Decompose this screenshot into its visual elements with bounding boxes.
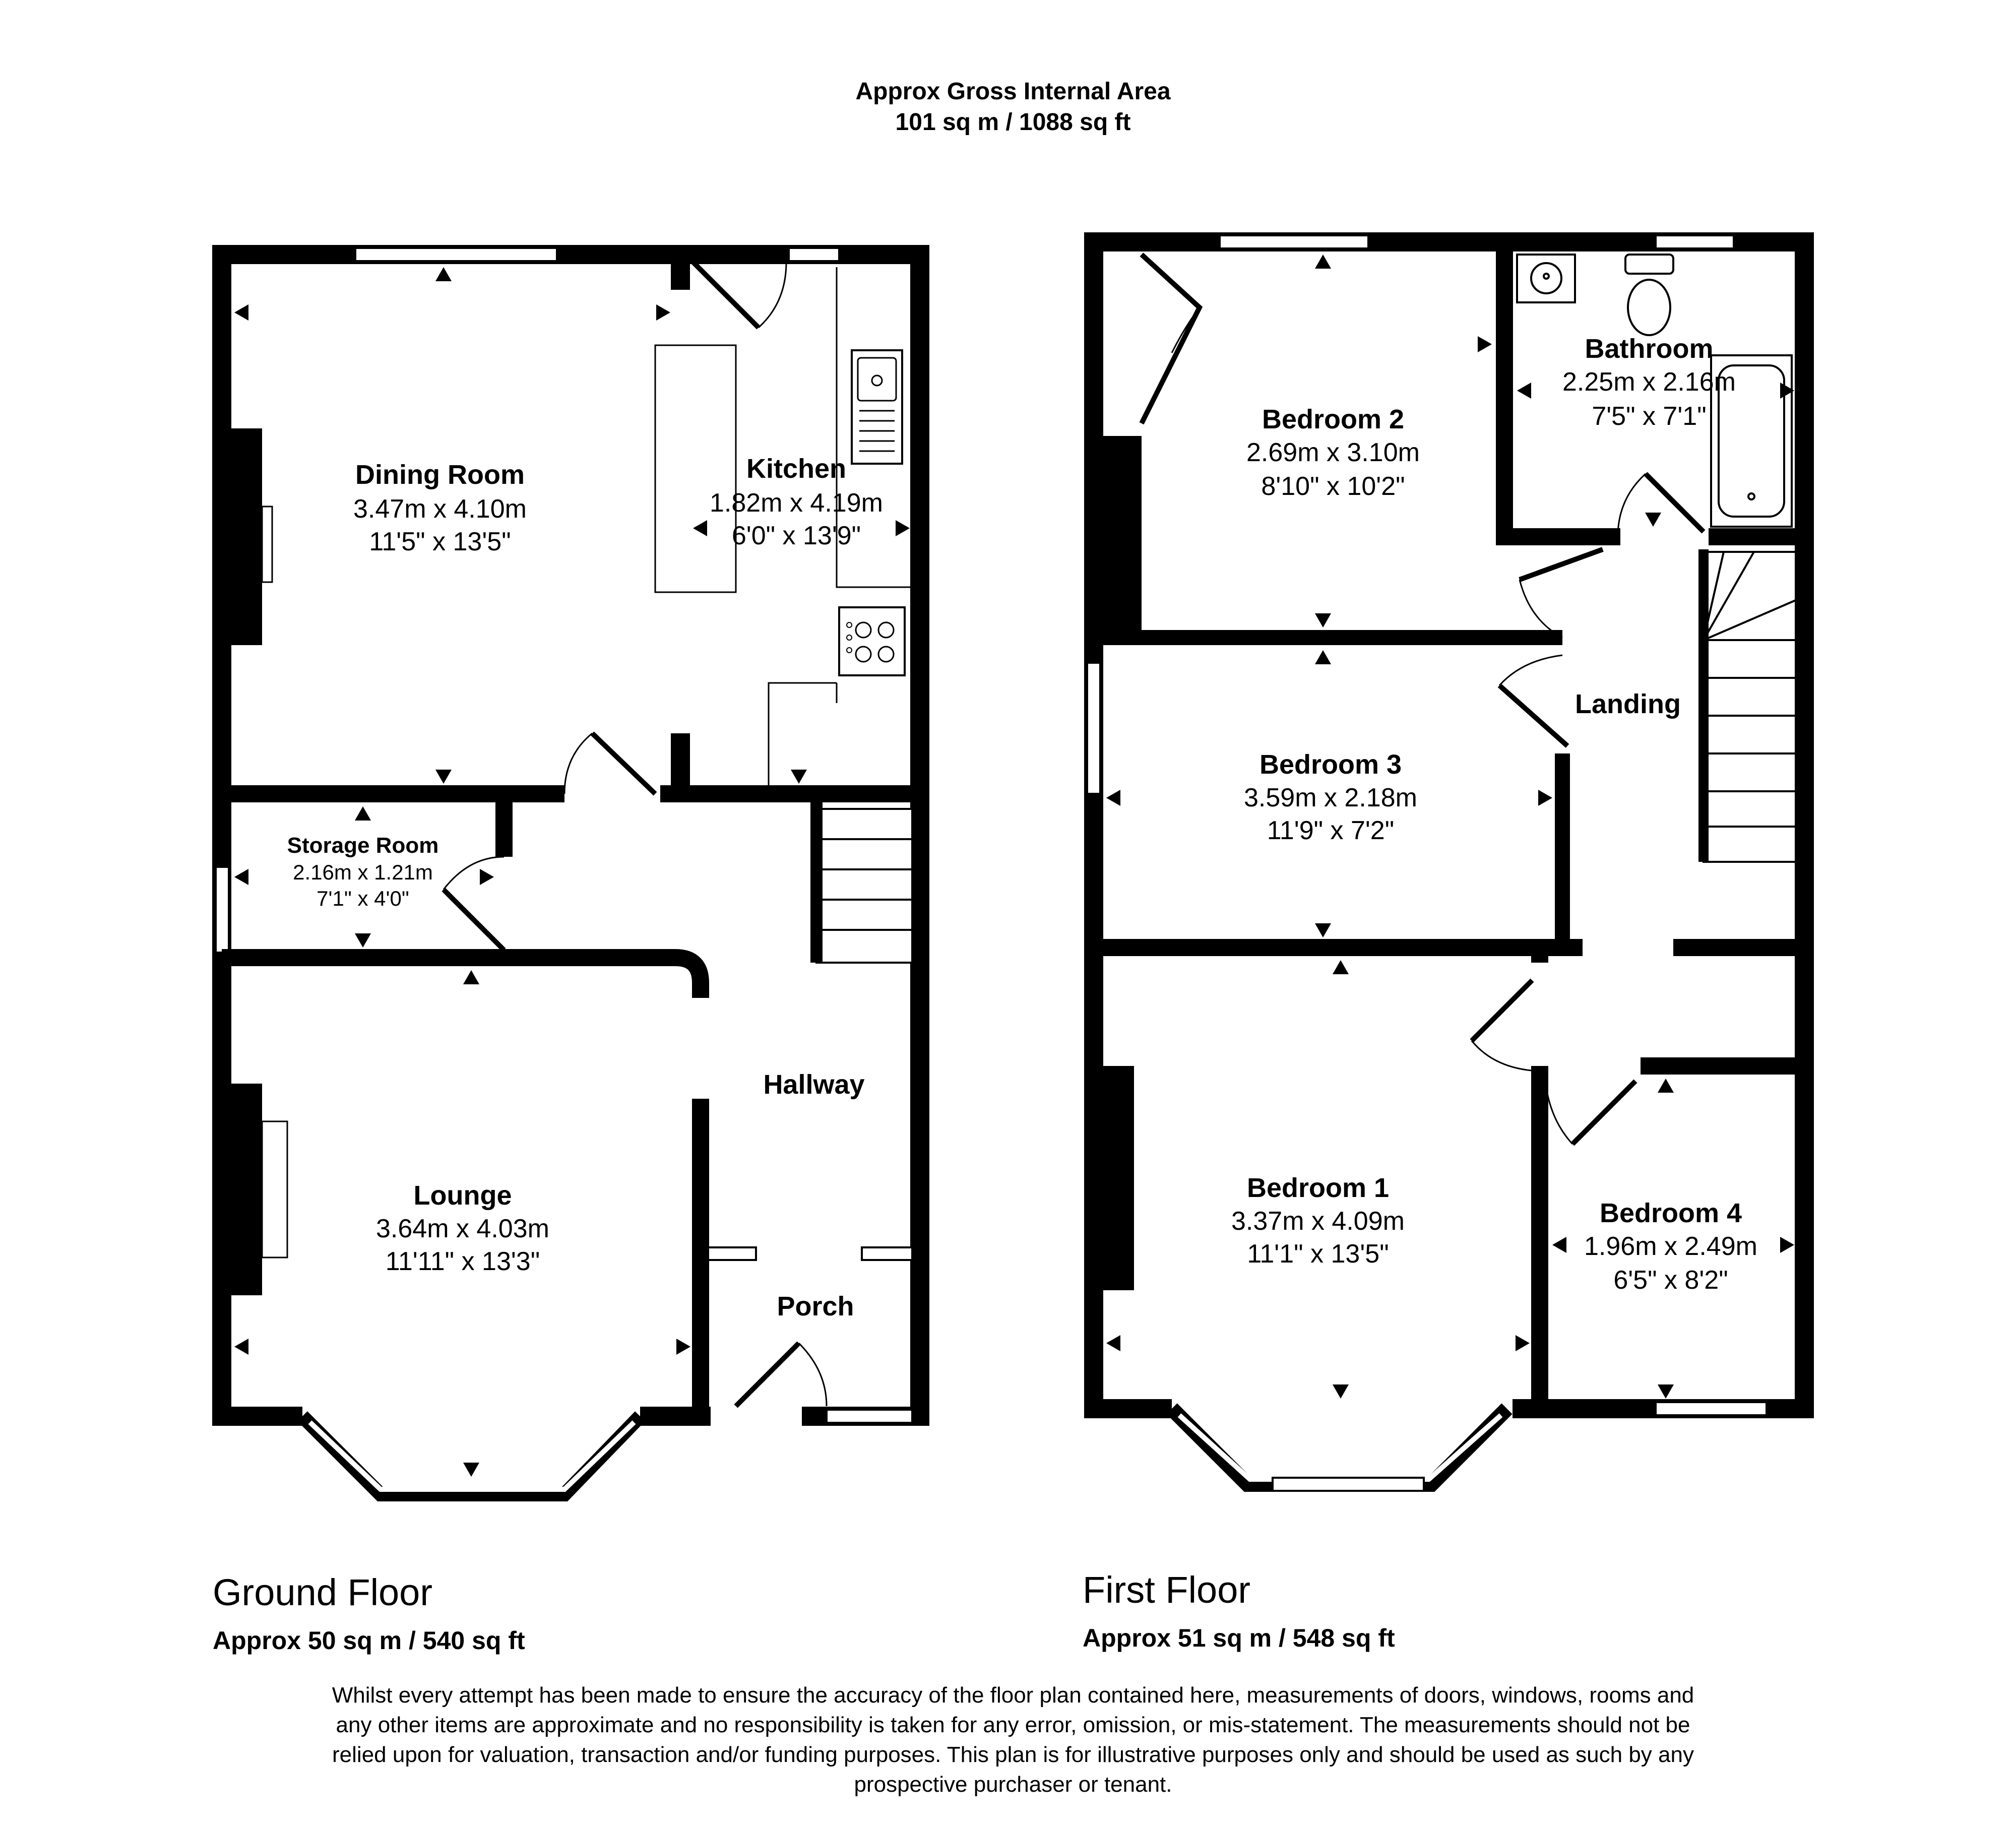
porch-name: Porch	[777, 1291, 854, 1321]
lounge-fireplace	[261, 1120, 288, 1258]
first-floor-dimension-arrows	[1106, 255, 1794, 1399]
storage-room-imperial: 7'1" x 4'0"	[317, 887, 409, 910]
lounge-name: Lounge	[414, 1180, 512, 1211]
bedroom4-walls	[1531, 948, 1804, 1409]
bathroom-walls	[1496, 242, 1804, 545]
storage-room-metric: 2.16m x 1.21m	[293, 860, 433, 884]
dining-window	[354, 247, 558, 262]
lounge-bay-window	[308, 1420, 636, 1492]
lounge-metric: 3.64m x 4.03m	[376, 1214, 549, 1243]
bedroom2-chimney-breast	[1094, 444, 1134, 645]
first-floor-plan: Bedroom 2 2.69m x 3.10m 8'10" x 10'2" Ba…	[1084, 232, 1814, 1492]
bedroom2-window	[1219, 234, 1369, 249]
disclaimer-line-4: prospective purchaser or tenant.	[854, 1772, 1172, 1797]
bath-icon	[1710, 354, 1793, 528]
landing-name: Landing	[1575, 689, 1681, 719]
disclaimer-line-2: any other items are approximate and no r…	[336, 1713, 1690, 1737]
header-area: 101 sq m / 1088 sq ft	[896, 109, 1131, 136]
basin-icon	[1516, 254, 1576, 303]
bedroom1-imperial: 11'1" x 13'5"	[1247, 1239, 1389, 1269]
first-floor-area: Approx 51 sq m / 548 sq ft	[1083, 1624, 1395, 1652]
ground-floor-stairs	[810, 796, 913, 964]
kitchen-island	[654, 344, 737, 593]
bathroom-metric: 2.25m x 2.16m	[1562, 367, 1736, 397]
bedroom4-metric: 1.96m x 2.49m	[1584, 1232, 1757, 1261]
bathroom-window	[1655, 234, 1735, 249]
storage-room-name: Storage Room	[287, 833, 439, 858]
hob-icon	[838, 606, 906, 676]
kitchen-name: Kitchen	[746, 454, 846, 484]
bedroom4-window	[1655, 1401, 1768, 1416]
hallway-name: Hallway	[763, 1069, 864, 1100]
ground-floor-dimension-arrows	[234, 267, 910, 1477]
first-floor-stairs	[1698, 549, 1798, 863]
bedroom3-name: Bedroom 3	[1259, 749, 1402, 780]
bedroom4-imperial: 6'5" x 8'2"	[1613, 1266, 1728, 1295]
ground-floor-area: Approx 50 sq m / 540 sq ft	[213, 1626, 525, 1655]
bedroom1-bay-window-frame	[1272, 1477, 1425, 1492]
storage-window	[215, 866, 230, 954]
dining-room-name: Dining Room	[355, 460, 525, 490]
bedroom2-metric: 2.69m x 3.10m	[1246, 438, 1420, 467]
kitchen-imperial: 6'0" x 13'9"	[732, 521, 861, 550]
kitchen-window	[788, 247, 840, 262]
bedroom2-imperial: 8'10" x 10'2"	[1261, 472, 1405, 501]
bedroom1-name: Bedroom 1	[1247, 1173, 1389, 1203]
bedroom4-name: Bedroom 4	[1600, 1198, 1742, 1228]
lounge-chimney-breast	[222, 1084, 262, 1295]
dining-chimney-breast	[222, 428, 262, 645]
ground-floor-title: Ground Floor	[213, 1571, 432, 1613]
bedroom1-metric: 3.37m x 4.09m	[1231, 1207, 1405, 1236]
dining-fireplace	[261, 506, 273, 583]
kitchen-metric: 1.82m x 4.19m	[710, 488, 883, 518]
kitchen-sink-icon	[851, 349, 903, 465]
bedroom3-window	[1086, 662, 1101, 795]
bedroom3-imperial: 11'9" x 7'2"	[1267, 816, 1394, 845]
lounge-north-wall	[222, 949, 709, 998]
first-floor-title: First Floor	[1083, 1569, 1250, 1611]
kitchen-worktop	[768, 267, 912, 786]
toilet-icon	[1624, 254, 1674, 336]
ground-floor-plan: Dining Room 3.47m x 4.10m 11'5" x 13'5" …	[212, 245, 929, 1501]
bedroom3-metric: 3.59m x 2.18m	[1244, 783, 1417, 812]
header-title: Approx Gross Internal Area	[855, 78, 1170, 105]
porch-window	[826, 1409, 913, 1424]
dining-room-imperial: 11'5" x 13'5"	[369, 527, 511, 556]
bedroom1-bay-wall	[1166, 1403, 1513, 1492]
bedroom2-name: Bedroom 2	[1262, 404, 1404, 434]
bathroom-imperial: 7'5" x 7'1"	[1592, 402, 1706, 431]
porch-partition-right	[861, 1246, 913, 1261]
bedroom1-chimney-breast	[1094, 1066, 1134, 1290]
dining-room-metric: 3.47m x 4.10m	[353, 494, 527, 524]
first-floor-doors	[1139, 253, 1706, 1146]
disclaimer-line-3: relied upon for valuation, transaction a…	[332, 1742, 1694, 1767]
porch-partition-left	[707, 1246, 757, 1261]
lounge-bay-wall	[297, 1411, 646, 1501]
bathroom-name: Bathroom	[1585, 334, 1714, 364]
ground-floor-doors	[442, 260, 828, 1408]
disclaimer-line-1: Whilst every attempt has been made to en…	[332, 1683, 1694, 1708]
lounge-imperial: 11'11" x 13'3"	[386, 1247, 540, 1276]
